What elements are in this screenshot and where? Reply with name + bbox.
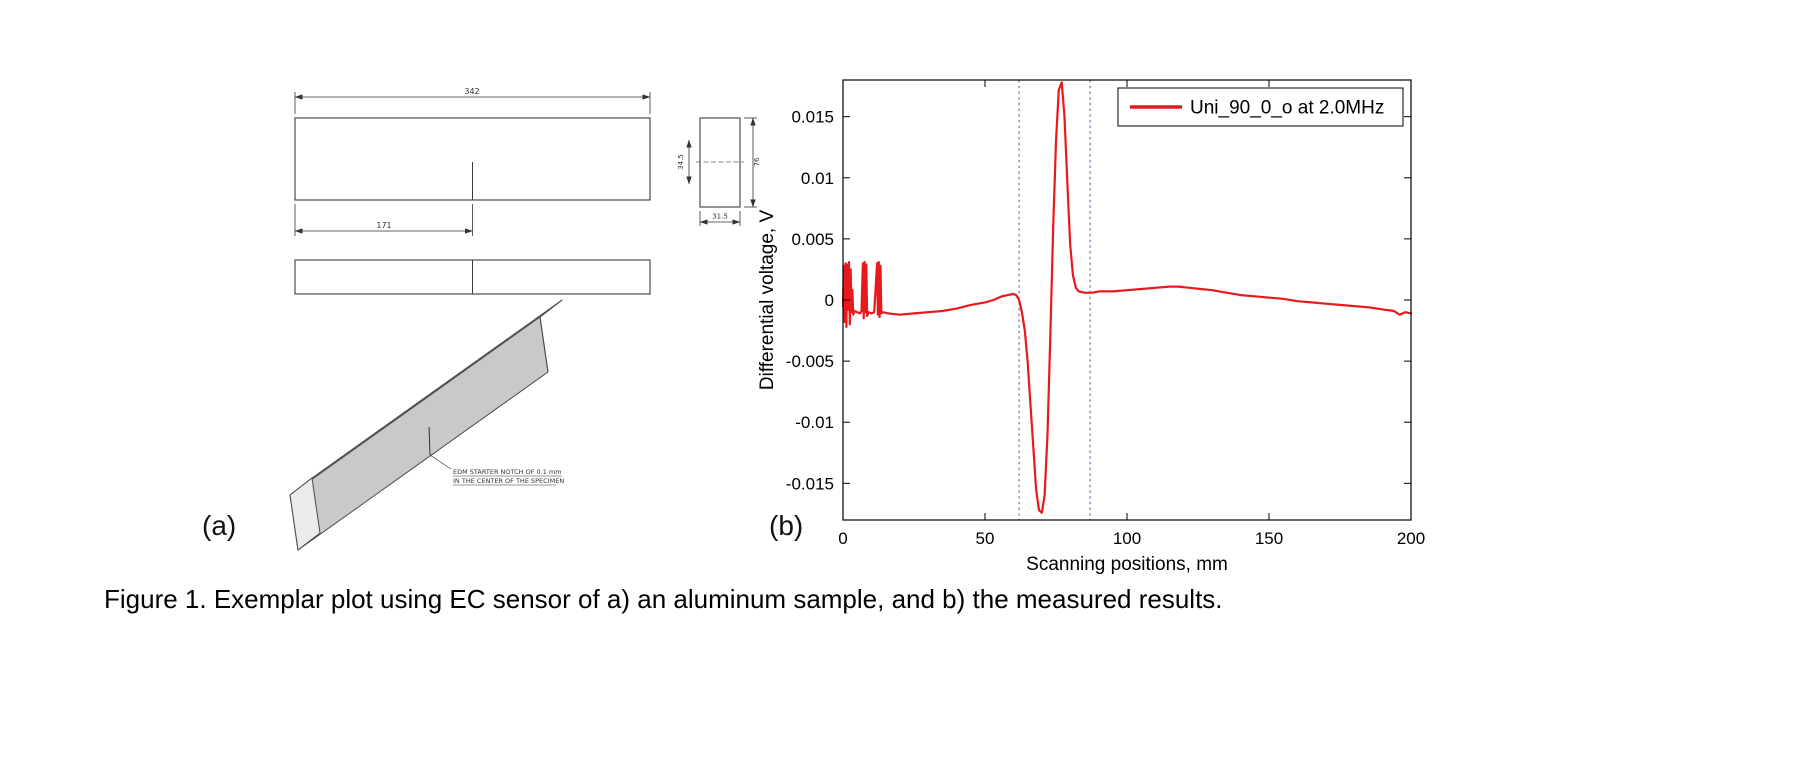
plot-box (842, 79, 1412, 521)
signal-line (841, 81, 1413, 514)
y-tick-label: -0.015 (786, 474, 834, 493)
notch-leader-line (429, 454, 452, 470)
notch-mark (428, 426, 431, 456)
dim-overall-length: 342 (294, 87, 651, 114)
y-tick-label: -0.005 (786, 352, 834, 371)
cross-section-outline (699, 117, 741, 208)
dim-section-width-label: 31.5 (712, 213, 728, 221)
dim-overall-length-label: 342 (464, 87, 479, 96)
y-tick-label: 0.015 (791, 108, 834, 127)
panel-b-label: (b) (769, 510, 804, 541)
x-tick-label: 200 (1397, 529, 1425, 548)
specimen-front-face (289, 316, 549, 551)
legend-label: Uni_90_0_o at 2.0MHz (1190, 98, 1384, 119)
specimen-end-face (289, 477, 321, 551)
x-tick-label: 0 (838, 529, 847, 548)
dim-section-width: 31.5 (699, 211, 741, 226)
y-tick-label: 0.005 (791, 230, 834, 249)
dim-notch-position-label: 171 (376, 221, 391, 230)
panel-a-label: (a) (202, 510, 237, 541)
x-tick-label: 50 (976, 529, 995, 548)
dim-section-height-label: 34.5 (677, 154, 685, 170)
x-axis-label: Scanning positions, mm (1026, 554, 1228, 575)
notch-note-line2: IN THE CENTER OF THE SPECIMEN (453, 477, 564, 485)
y-tick-label: 0 (825, 291, 834, 310)
dim-section-depth: 76 (744, 117, 761, 208)
y-tick-label: -0.01 (795, 413, 834, 432)
notch-annotation: EDM STARTER NOTCH OF 0.1 mm IN THE CENTE… (428, 426, 564, 486)
notch-note-line1: EDM STARTER NOTCH OF 0.1 mm (453, 468, 562, 476)
dim-section-height: 34.5 (677, 139, 692, 185)
isometric-specimen (289, 299, 563, 551)
dim-section-depth-label: 76 (753, 157, 761, 166)
x-tick-label: 150 (1255, 529, 1283, 548)
y-axis-label: Differential voltage, V (757, 210, 778, 391)
x-tick-label: 100 (1113, 529, 1141, 548)
ec-scan-chart: 0 50 100 150 200 -0.015 -0.01 -0.005 0 0.005 0.01 0… (730, 60, 1450, 585)
specimen-technical-drawing: 342 171 34.5 31.5 76 (289, 87, 761, 551)
y-tick-label: 0.01 (801, 169, 834, 188)
dim-notch-position: 171 (294, 204, 473, 236)
measured-results-plot: 0 50 100 150 200 -0.015 -0.01 -0.005 0 0.005 0.01 0… (757, 79, 1425, 575)
figure-caption: Figure 1. Exemplar plot using EC sensor … (104, 584, 1223, 614)
